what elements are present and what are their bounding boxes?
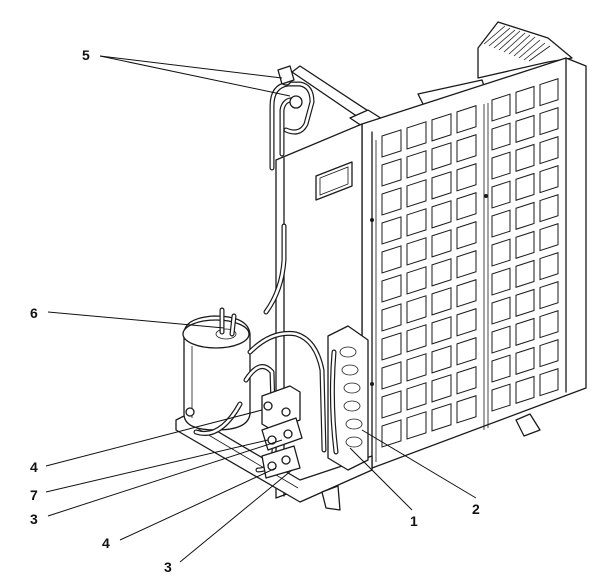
grille-cell: [431, 142, 452, 171]
grille-cell: [406, 353, 427, 382]
coil-headers: [327, 325, 369, 471]
grille-cell: [406, 295, 427, 324]
grille-cell: [539, 368, 559, 397]
grille-cell: [491, 238, 511, 267]
grille-cell: [539, 136, 559, 165]
leader-lines: [45, 55, 477, 563]
grille-cell: [515, 317, 535, 346]
grille-cell: [539, 281, 559, 310]
grille-cell: [406, 237, 427, 266]
grille-cell: [539, 339, 559, 368]
grille-cell: [381, 361, 402, 390]
grille-cell: [406, 382, 427, 411]
grille-cell: [491, 296, 511, 325]
grille-cell: [381, 419, 402, 448]
grille-cell: [515, 172, 535, 201]
grille-cell: [539, 223, 559, 252]
grille-cell: [515, 143, 535, 172]
grille-cell: [515, 259, 535, 288]
grille-cell: [539, 78, 559, 107]
grille-cell: [456, 250, 477, 279]
callout-label-7: 7: [30, 487, 38, 503]
grille-cell: [539, 107, 559, 136]
grille-cell: [491, 354, 511, 383]
callout-label-3-upper: 3: [30, 511, 38, 527]
grille-cell: [515, 230, 535, 259]
compressor: [182, 307, 251, 431]
grille-cell: [515, 85, 535, 114]
grille-cell: [381, 303, 402, 332]
grille-cell: [539, 310, 559, 339]
callout-labels: 5 6 4 7 3 4 3 1 2: [30, 47, 480, 575]
grille-cell: [491, 151, 511, 180]
grille-cell: [456, 192, 477, 221]
grille-cell: [491, 383, 511, 412]
grille-cell: [381, 274, 402, 303]
grille-cell: [431, 200, 452, 229]
grille-cell: [456, 134, 477, 163]
grille-cell: [431, 287, 452, 316]
grille-cell: [406, 411, 427, 440]
grille-cell: [539, 252, 559, 281]
grille-cell: [431, 171, 452, 200]
grille-cell: [431, 345, 452, 374]
grille-cell: [456, 308, 477, 337]
refrigerant-tubing: [193, 65, 327, 473]
callout-label-2: 2: [472, 501, 480, 517]
grille-cell: [381, 187, 402, 216]
grille-cell: [431, 229, 452, 258]
grille-cell: [381, 390, 402, 419]
grille-cell: [406, 121, 427, 150]
grille-cell: [456, 163, 477, 192]
rear-fin-block: [477, 21, 573, 79]
grille-cell: [381, 158, 402, 187]
callout-label-4-upper: 4: [30, 459, 38, 475]
grille-cells: [381, 78, 559, 448]
grille-cell: [406, 266, 427, 295]
grille-cell: [381, 216, 402, 245]
grille-cell: [456, 337, 477, 366]
callout-label-4-lower: 4: [102, 535, 110, 551]
valve-bracket: [261, 385, 303, 479]
grille-cell: [431, 316, 452, 345]
grille-cell: [456, 366, 477, 395]
grille-cell: [515, 114, 535, 143]
grille-cell: [406, 208, 427, 237]
grille-cell: [491, 267, 511, 296]
grille-cell: [515, 201, 535, 230]
grille-cell: [491, 122, 511, 151]
grille-cell: [406, 150, 427, 179]
grille-cell: [431, 374, 452, 403]
grille-cell: [539, 194, 559, 223]
grille-cell: [491, 93, 511, 122]
base-plate: [175, 413, 541, 511]
callout-label-5: 5: [82, 47, 90, 63]
grille-cell: [491, 209, 511, 238]
grille-cell: [381, 245, 402, 274]
grille-cell: [406, 324, 427, 353]
grille-cell: [491, 325, 511, 354]
grille-cell: [456, 279, 477, 308]
grille-cell: [431, 403, 452, 432]
grille-cell: [406, 179, 427, 208]
grille-cell: [539, 165, 559, 194]
grille-cell: [456, 221, 477, 250]
grille-cell: [491, 180, 511, 209]
callout-label-1: 1: [410, 513, 418, 529]
grille-cell: [381, 332, 402, 361]
callout-label-3-lower: 3: [164, 559, 172, 575]
grille-cell: [431, 113, 452, 142]
callout-label-6: 6: [30, 305, 38, 321]
grille-cell: [515, 375, 535, 404]
grille-fasteners: [370, 194, 488, 386]
grille-cell: [381, 129, 402, 158]
grille-cell: [456, 395, 477, 424]
grille-cell: [515, 288, 535, 317]
grille-cell: [431, 258, 452, 287]
grille-cell: [456, 105, 477, 134]
grille-cell: [515, 346, 535, 375]
